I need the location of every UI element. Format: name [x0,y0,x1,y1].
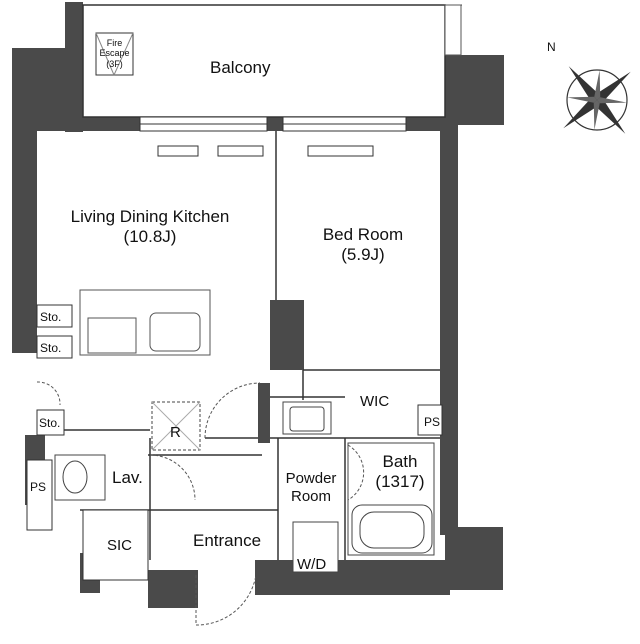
ldk-name: Living Dining Kitchen [70,207,230,226]
wd-label: W/D [297,556,327,573]
door-swings [36,381,365,626]
ldk-label: Living Dining Kitchen (10.8J) [55,207,245,248]
storage-boxes [26,304,443,581]
ps-left-label: PS [30,480,47,494]
bath-name: Bath [382,452,418,471]
sic-label: SIC [107,537,133,554]
powder-room-label: Powder Room [280,470,342,506]
ldk-size: (10.8J) [123,227,177,247]
fire-escape-label: Fire Escape (3F) [96,38,133,69]
entrance-label: Entrance [193,531,262,550]
lav-label: Lav. [112,468,143,487]
kitchen-counter [79,289,211,356]
fire-escape-line2: Escape [99,48,130,59]
powder-line1: Powder [285,470,337,487]
wic-label: WIC [360,393,390,410]
fixtures [54,401,339,573]
storage-label-1: Sto. [40,310,62,324]
bedroom-label: Bed Room (5.9J) [308,225,418,266]
bath [347,442,435,556]
ps-right-label: PS [424,415,441,429]
powder-line2: Room [290,488,331,505]
fire-escape-line1: Fire [106,38,123,48]
balcony-label: Balcony [210,58,271,77]
refrigerator-label: R [170,424,181,441]
partitions [37,131,440,560]
bath-label: Bath (1317) [360,452,440,493]
refrigerator-space [151,401,201,451]
storage-label-2: Sto. [40,341,62,355]
storage-label-3: Sto. [39,416,61,430]
compass-rose [563,66,631,134]
walls [12,2,504,608]
balcony [82,4,462,118]
bedroom-name: Bed Room [322,225,404,244]
windows [139,116,407,157]
bedroom-size: (5.9J) [341,245,385,265]
compass-north-label: N [547,40,556,54]
fire-escape-line3: (3F) [106,58,123,69]
bath-size: (1317) [375,472,425,492]
